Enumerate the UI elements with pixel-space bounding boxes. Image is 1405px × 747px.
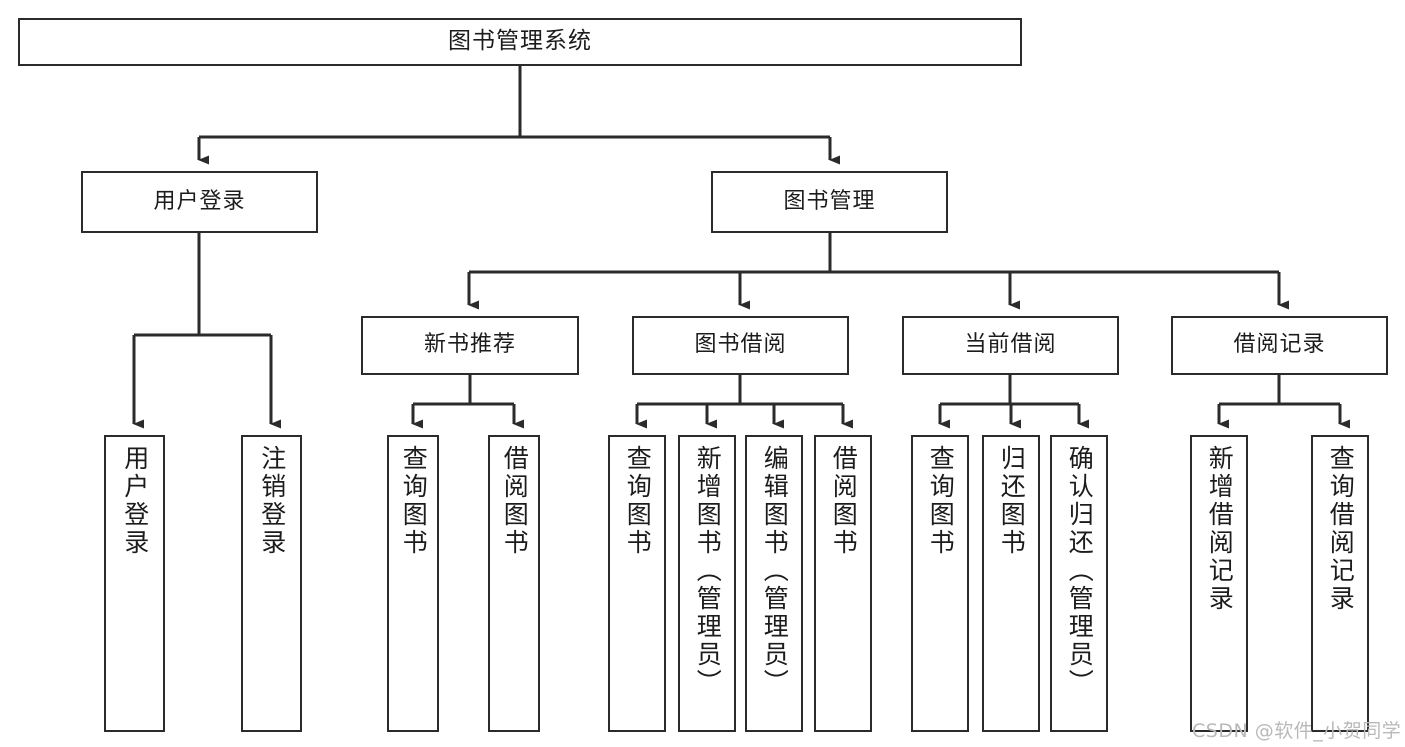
node-book-management-label: 图书管理 (783, 188, 876, 214)
node-borrow-records[interactable]: 借阅记录 (1171, 316, 1388, 375)
leaf-return-book[interactable]: 归还图书 (982, 435, 1040, 732)
node-root-label: 图书管理系统 (448, 28, 592, 55)
node-user-login-label: 用户登录 (153, 188, 246, 214)
leaf-edit-book-admin[interactable]: 编辑图书（管理员） (745, 435, 803, 732)
leaf-confirm-return-admin[interactable]: 确认归还（管理员） (1050, 435, 1108, 732)
leaf-query-book-current[interactable]: 查询图书 (911, 435, 969, 732)
node-current-borrow-label: 当前借阅 (964, 332, 1057, 358)
leaf-query-book-borrow-label: 查询图书 (623, 445, 653, 557)
leaf-logout-label: 注销登录 (257, 445, 287, 557)
node-book-management[interactable]: 图书管理 (711, 171, 948, 233)
node-new-book-recommend[interactable]: 新书推荐 (361, 316, 579, 375)
edges-records-to-leaves (1217, 375, 1350, 429)
leaf-query-book-borrow[interactable]: 查询图书 (608, 435, 666, 732)
leaf-return-book-label: 归还图书 (997, 445, 1027, 557)
leaf-lend-book-label: 借阅图书 (829, 445, 859, 557)
csdn-watermark: CSDN @软件_小贺同学 (1192, 720, 1402, 742)
leaf-query-book-current-label: 查询图书 (926, 445, 956, 557)
leaf-lend-book[interactable]: 借阅图书 (814, 435, 872, 732)
node-book-borrow-label: 图书借阅 (694, 332, 787, 358)
leaf-edit-book-admin-label: 编辑图书（管理员） (760, 445, 790, 697)
leaf-query-borrow-record-label: 查询借阅记录 (1326, 445, 1356, 613)
edges-newbook-to-leaves (411, 375, 524, 429)
leaf-user-login-label: 用户登录 (120, 445, 150, 557)
leaf-add-borrow-record[interactable]: 新增借阅记录 (1190, 435, 1248, 732)
node-user-login[interactable]: 用户登录 (81, 171, 318, 233)
edges-root-to-level2 (197, 66, 840, 165)
node-borrow-records-label: 借阅记录 (1233, 332, 1326, 358)
leaf-borrow-book-recommend[interactable]: 借阅图书 (488, 435, 540, 732)
node-book-borrow[interactable]: 图书借阅 (632, 316, 849, 375)
leaf-add-book-admin-label: 新增图书（管理员） (693, 445, 723, 697)
leaf-logout[interactable]: 注销登录 (241, 435, 302, 732)
leaf-query-borrow-record[interactable]: 查询借阅记录 (1311, 435, 1369, 732)
node-current-borrow[interactable]: 当前借阅 (902, 316, 1119, 375)
edges-borrow-to-leaves (635, 375, 853, 429)
node-root-system[interactable]: 图书管理系统 (18, 18, 1022, 66)
leaf-query-book-recommend-label: 查询图书 (399, 445, 429, 557)
leaf-add-book-admin[interactable]: 新增图书（管理员） (678, 435, 736, 732)
edges-userlogin-to-leaves (132, 233, 281, 429)
node-new-book-recommend-label: 新书推荐 (423, 332, 516, 358)
leaf-add-borrow-record-label: 新增借阅记录 (1205, 445, 1235, 613)
edges-current-to-leaves (938, 375, 1089, 429)
edges-bookmanage-to-level3 (467, 233, 1289, 310)
leaf-query-book-recommend[interactable]: 查询图书 (387, 435, 439, 732)
leaf-borrow-book-recommend-label: 借阅图书 (500, 445, 530, 557)
leaf-confirm-return-admin-label: 确认归还（管理员） (1065, 445, 1095, 697)
leaf-user-login[interactable]: 用户登录 (104, 435, 165, 732)
